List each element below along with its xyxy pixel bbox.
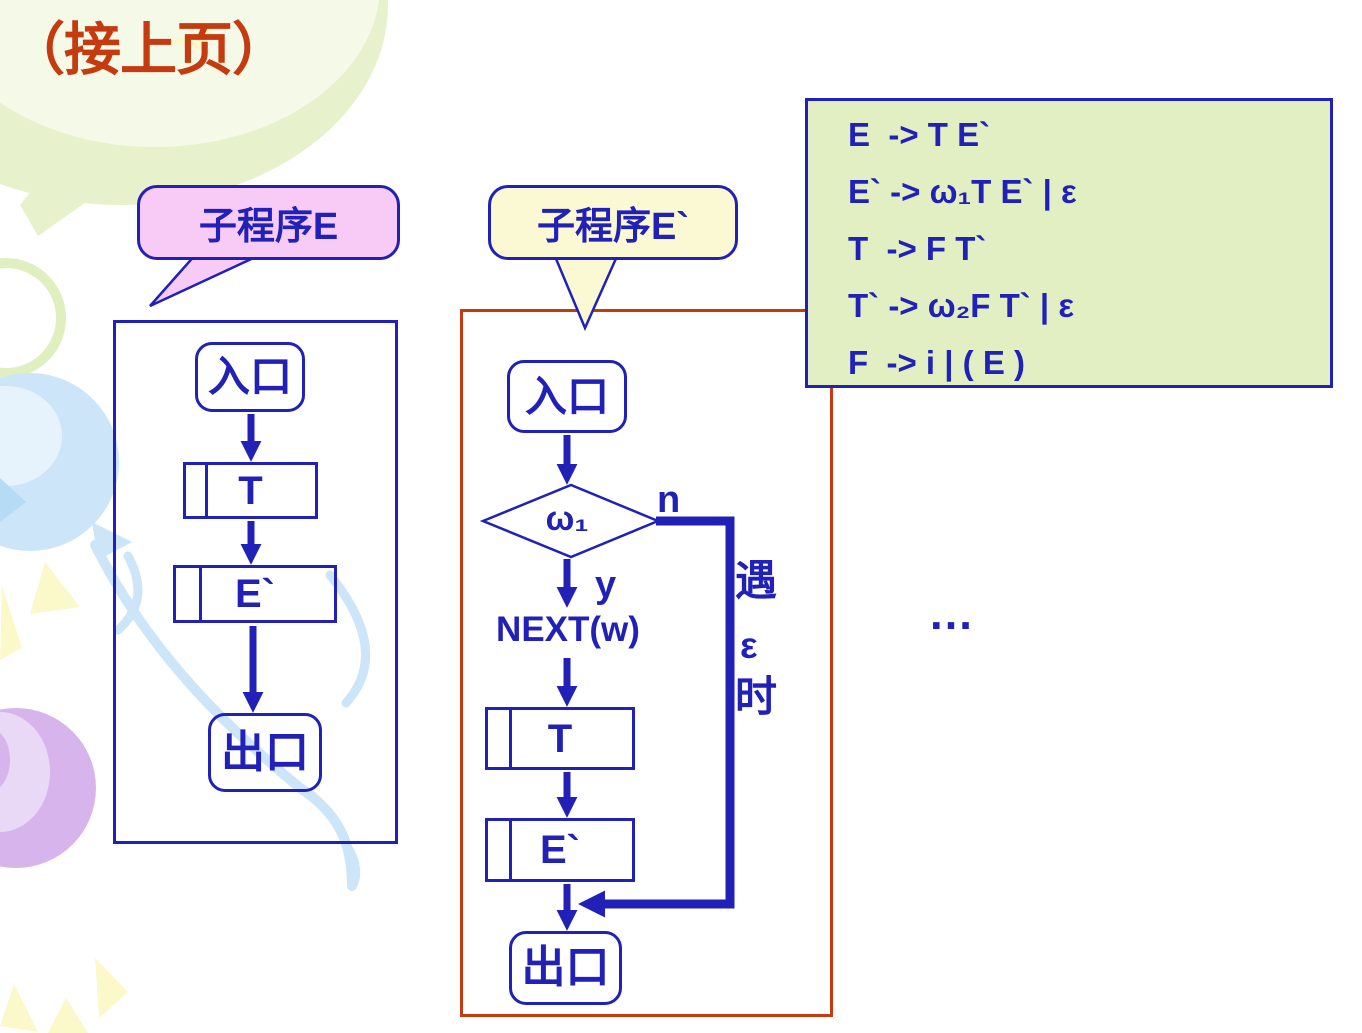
flowchart-eprime-entry-terminal: 入口 [507,360,627,433]
grammar-rule-5: F -> i | ( E ) [848,344,1025,381]
callout-subroutine-e: 子程序E [137,185,400,260]
purple-balloon-decoration [0,708,96,868]
callout-e-tail [149,252,263,308]
green-ring-decoration [0,258,66,378]
flowchart-e-frame [113,320,398,844]
grammar-rule-1: E -> T E` [848,116,991,153]
loop-note-char-2: ε [740,625,758,666]
ellipsis-label: … [928,587,979,639]
callout-subroutine-e-prime-label: 子程序E` [536,206,689,248]
flowchart-eprime-exit-terminal: 出口 [509,931,622,1005]
next-w-action-label: NEXT(w) [496,610,640,649]
grammar-rule-2: E` -> ω₁T E` | ε [848,173,1077,210]
call-t-label: T [547,716,573,761]
grammar-rule-3: T -> F T` [848,230,987,267]
flowchart-e-call-t-process: T [183,462,318,519]
entry-label: 入口 [207,353,292,400]
exit-label: 出口 [221,727,309,777]
flowchart-e-call-eprime-process: E` [173,565,337,623]
callout-subroutine-e-prime: 子程序E` [488,185,738,260]
predefined-process-stripe [205,465,208,516]
call-eprime-label: E` [235,572,275,616]
flowchart-e-entry-terminal: 入口 [195,342,305,412]
branch-no-label: n [657,479,681,521]
call-eprime-label: E` [540,828,580,872]
page-title: （接上页） [8,18,289,82]
predefined-process-stripe [199,568,202,620]
grammar-rule-4: T` -> ω₂F T` | ε [848,287,1074,324]
flowchart-e-exit-terminal: 出口 [208,713,322,792]
grammar-rules-box: E -> T E` E` -> ω₁T E` | ε T -> F T` T` … [805,98,1333,388]
flowchart-e-prime-frame [460,309,833,1017]
loop-note-char-1: 遇 [735,557,778,604]
decision-condition-label: ω₁ [545,500,589,538]
flowchart-eprime-call-eprime-process: E` [485,818,635,882]
predefined-process-stripe [509,710,512,767]
call-t-label: T [238,468,263,513]
exit-label: 出口 [521,943,610,992]
loop-note-char-3: 时 [735,673,778,720]
predefined-process-stripe [509,821,512,879]
flowchart-eprime-call-t-process: T [485,707,635,770]
branch-yes-label: y [595,564,617,606]
callout-subroutine-e-label: 子程序E [198,206,339,248]
entry-label: 入口 [524,372,609,420]
